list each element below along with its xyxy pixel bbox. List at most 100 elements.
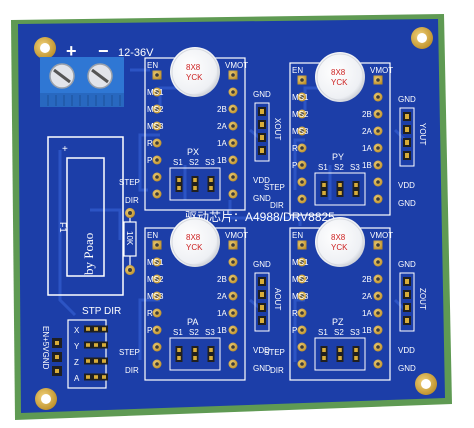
capacitor <box>170 217 220 267</box>
capacitor-line2: YCK <box>186 73 203 82</box>
resistor-label: 10K <box>125 231 134 246</box>
module-ms1-label: MS1 <box>292 258 309 267</box>
jumper-s2[interactable] <box>336 181 344 197</box>
jumper-s1[interactable] <box>320 181 328 197</box>
power-voltage-label: 12-36V <box>118 47 154 59</box>
jumper-s3[interactable] <box>207 346 215 362</box>
module-reset-label: R <box>292 309 298 318</box>
module-dir-label: DIR <box>125 366 139 375</box>
fuse-outline <box>47 136 124 296</box>
capacitor-line2: YCK <box>186 243 203 252</box>
module-1a-label: 1A <box>217 139 227 148</box>
driver-modules: ENMS1MS2MS3RPVMOTGND2B2A1A1BPXS1S2S3STEP… <box>119 47 427 381</box>
jumper-s1[interactable] <box>175 176 183 192</box>
module-ms3-label: MS3 <box>292 127 309 136</box>
module-s3-label: S3 <box>350 163 360 172</box>
capacitor <box>315 217 365 267</box>
input-dir-pin[interactable] <box>92 373 108 381</box>
module-1b-label: 1B <box>217 326 227 335</box>
module-2a-label: 2A <box>217 292 227 301</box>
jumper-s1[interactable] <box>320 346 328 362</box>
module-step-label: STEP <box>119 178 140 187</box>
module-axis-label: PZ <box>332 317 344 327</box>
module-s1-label: S1 <box>173 158 183 167</box>
capacitor-line2: YCK <box>331 78 348 87</box>
module-vmot-label: VMOT <box>225 231 248 240</box>
mounting-holes <box>34 27 437 410</box>
module-vdd-label: VDD <box>253 176 270 185</box>
module-s2-label: S2 <box>334 163 344 172</box>
module-out-gnd-label: GND <box>398 260 416 269</box>
jumper-s3[interactable] <box>352 181 360 197</box>
capacitor-line1: 8X8 <box>331 233 346 242</box>
input-axis-y: Y <box>74 342 80 351</box>
jumper-s3[interactable] <box>352 346 360 362</box>
module-axis-label: PY <box>332 152 344 162</box>
module-step-label: STEP <box>264 183 285 192</box>
capacitor-line2: YCK <box>331 243 348 252</box>
driver-module-x: ENMS1MS2MS3RPVMOTGND2B2A1A1BPXS1S2S3STEP… <box>119 47 282 211</box>
module-ms1-label: MS1 <box>147 88 164 97</box>
input-header-outline <box>67 319 107 389</box>
module-ms2-label: MS2 <box>147 275 164 284</box>
module-out-label: YOUT <box>418 123 427 145</box>
driver-module-y: ENMS1MS2MS3RPVMOTGND2B2A1A1BPYS1S2S3STEP… <box>264 52 427 216</box>
module-ms3-label: MS3 <box>147 122 164 131</box>
input-side-label: EN+5VGND <box>41 326 50 370</box>
module-en-label: EN <box>147 61 158 70</box>
input-dir-label: DIR <box>104 306 121 317</box>
module-sleep-label: P <box>147 156 152 165</box>
module-sleep-label: P <box>292 326 297 335</box>
capacitor-line1: 8X8 <box>186 63 201 72</box>
module-1a-label: 1A <box>217 309 227 318</box>
jumper-s1[interactable] <box>175 346 183 362</box>
mount-hole-bottom-left-drill <box>41 394 51 404</box>
module-ms3-label: MS3 <box>292 292 309 301</box>
module-dir-label: DIR <box>270 366 284 375</box>
module-dir-label: DIR <box>125 196 139 205</box>
module-s3-label: S3 <box>350 328 360 337</box>
module-out-label: ZOUT <box>418 288 427 310</box>
jumper-s2[interactable] <box>191 346 199 362</box>
module-ms1-label: MS1 <box>292 93 309 102</box>
module-bottom-gnd-label: GND <box>253 364 271 373</box>
module-2b-label: 2B <box>217 275 227 284</box>
jumper-s2[interactable] <box>191 176 199 192</box>
chip-caption: 驱动芯片：A4988/DRV8825 <box>185 210 335 224</box>
module-s2-label: S2 <box>334 328 344 337</box>
module-out-gnd-label: GND <box>253 90 271 99</box>
input-dir-pin[interactable] <box>92 357 108 365</box>
module-s1-label: S1 <box>318 163 328 172</box>
jumper-s2[interactable] <box>336 346 344 362</box>
module-step-label: STEP <box>264 348 285 357</box>
module-2a-label: 2A <box>362 292 372 301</box>
module-en-label: EN <box>292 231 303 240</box>
input-dir-pin[interactable] <box>92 325 108 333</box>
capacitor <box>315 52 365 102</box>
input-stp-label: STP <box>82 306 102 317</box>
fuse-label: F1 <box>58 222 68 233</box>
input-axis-a: A <box>74 374 80 383</box>
mount-hole-bottom-right-drill <box>421 379 431 389</box>
module-out-gnd-label: GND <box>398 95 416 104</box>
module-s1-label: S1 <box>318 328 328 337</box>
module-out-gnd-label: GND <box>253 260 271 269</box>
module-bottom-gnd-label: GND <box>398 364 416 373</box>
power-terminal <box>40 57 124 107</box>
module-step-label: STEP <box>119 348 140 357</box>
module-s3-label: S3 <box>205 158 215 167</box>
module-vmot-label: VMOT <box>370 66 393 75</box>
module-en-label: EN <box>292 66 303 75</box>
module-1b-label: 1B <box>362 326 372 335</box>
module-ms3-label: MS3 <box>147 292 164 301</box>
driver-module-z: ENMS1MS2MS3RPVMOTGND2B2A1A1BPZS1S2S3STEP… <box>264 217 427 381</box>
module-bottom-gnd-label: GND <box>253 194 271 203</box>
jumper-s3[interactable] <box>207 176 215 192</box>
terminal-front <box>40 93 124 107</box>
module-s2-label: S2 <box>189 328 199 337</box>
input-dir-pin[interactable] <box>92 341 108 349</box>
module-ms2-label: MS2 <box>292 275 309 284</box>
input-axis-x: X <box>74 326 80 335</box>
module-1b-label: 1B <box>217 156 227 165</box>
credit-text: by Poao <box>81 233 96 275</box>
